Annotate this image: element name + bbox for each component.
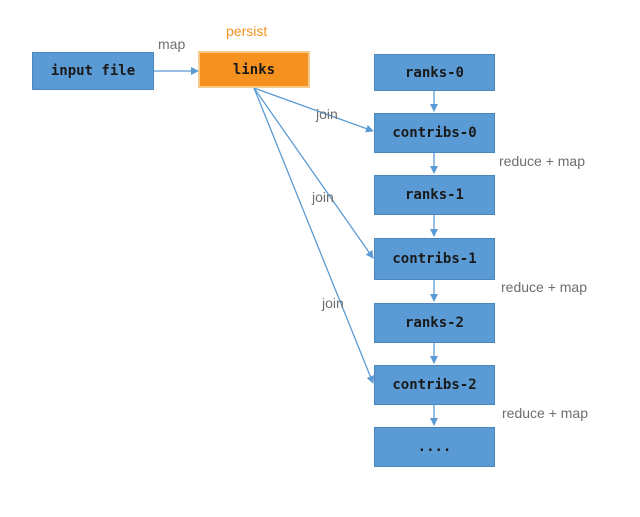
node-ranks-0: ranks-0 bbox=[374, 54, 495, 91]
node-contribs-1: contribs-1 bbox=[374, 238, 495, 280]
label-join-0: join bbox=[316, 106, 338, 122]
label-reduce-map-2: reduce + map bbox=[502, 405, 588, 421]
node-more: .... bbox=[374, 427, 495, 467]
label-persist: persist bbox=[226, 23, 268, 39]
edge-links-to-contribs-1 bbox=[253, 87, 374, 259]
edge-links-to-contribs-0 bbox=[253, 87, 374, 133]
label-join-2: join bbox=[322, 295, 344, 311]
label-reduce-map-1: reduce + map bbox=[501, 279, 587, 295]
label-reduce-map-0: reduce + map bbox=[499, 153, 585, 169]
node-ranks-2: ranks-2 bbox=[374, 303, 495, 343]
node-contribs-2: contribs-2 bbox=[374, 365, 495, 405]
label-map: map bbox=[158, 36, 186, 52]
node-ranks-1: ranks-1 bbox=[374, 175, 495, 215]
node-links: links bbox=[198, 51, 310, 88]
label-join-1: join bbox=[312, 189, 334, 205]
node-contribs-0: contribs-0 bbox=[374, 113, 495, 153]
node-input-file: input file bbox=[32, 52, 154, 90]
edge-links-to-contribs-2 bbox=[253, 87, 375, 384]
